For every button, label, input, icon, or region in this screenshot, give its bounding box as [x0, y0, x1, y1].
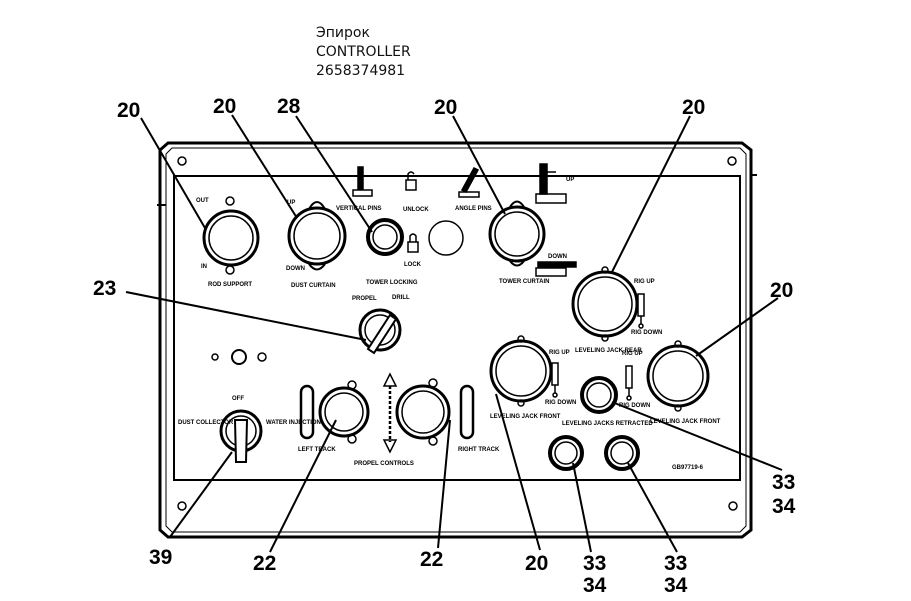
- tower-down-icon: [535, 261, 577, 277]
- label-tower-curtain: TOWER CURTAIN: [499, 279, 549, 285]
- callout-number: 22: [253, 552, 276, 575]
- bottom-light-right: [604, 435, 640, 471]
- callout-number: 20: [525, 552, 548, 575]
- callout-number: 33: [664, 552, 687, 575]
- label-right-track: RIGHT TRACK: [458, 447, 500, 453]
- indicator-light-right: [257, 352, 267, 362]
- label-water-injection: WATER INJECTION: [266, 420, 321, 426]
- leveling-jack-front-right-switch: [646, 340, 710, 412]
- dust-curtain-switch: [287, 201, 347, 271]
- tower-curtain-switch: [488, 200, 546, 267]
- callout-number: 22: [420, 548, 443, 571]
- label-down: DOWN: [286, 266, 305, 272]
- rod-support-switch: [202, 196, 260, 275]
- label-rod-support: ROD SUPPORT: [208, 282, 252, 288]
- callout-number: 20: [682, 96, 705, 119]
- panel-frame: [157, 141, 757, 539]
- label-in: IN: [201, 264, 207, 270]
- rig-toggle-3: [625, 365, 633, 401]
- label-rig-up-2: RIG UP: [549, 350, 570, 356]
- unlock-icon: [405, 171, 417, 191]
- label-rig-down-3: RIG DOWN: [619, 403, 650, 409]
- label-rig-up-3: RIG UP: [622, 351, 643, 357]
- lock-icon: [407, 233, 419, 253]
- brand-name: Эпирок: [316, 25, 370, 41]
- label-rig-up-1: RIG UP: [634, 279, 655, 285]
- label-tower-down: DOWN: [548, 254, 567, 260]
- label-part-number: GB97719-6: [672, 465, 704, 471]
- propel-arrow: [382, 372, 398, 454]
- callout-number: 33: [583, 552, 606, 575]
- label-left-track: LEFT TRACK: [298, 447, 336, 453]
- vertical-pins-icon: [352, 166, 373, 197]
- tower-up-icon: [535, 163, 567, 204]
- label-leveling-jack-rear: LEVELING JACK REAR: [575, 348, 642, 354]
- label-rig-down-2: RIG DOWN: [545, 400, 576, 406]
- callout-number: 20: [434, 96, 457, 119]
- callout-number: 23: [93, 277, 116, 300]
- label-unlock: UNLOCK: [403, 207, 429, 213]
- pictograms: [352, 163, 577, 277]
- document-code: 2658374981: [316, 63, 406, 79]
- label-drill: DRILL: [392, 295, 410, 301]
- rig-toggle-2: [551, 362, 559, 398]
- label-dust-collector: DUST COLLECTOR: [178, 420, 234, 426]
- label-leveling-jacks-retracted: LEVELING JACKS RETRACTED: [562, 421, 653, 427]
- label-leveling-jack-front-left: LEVELING JACK FRONT: [490, 414, 561, 420]
- leveling-jacks-retracted-light: [580, 376, 618, 414]
- label-out: OUT: [196, 198, 209, 204]
- callout-number: 20: [770, 279, 793, 302]
- leveling-jack-rear-switch: [571, 266, 639, 342]
- panel-labels: OUT IN ROD SUPPORT UP DOWN DUST CURTAIN …: [178, 177, 721, 471]
- leveling-jack-front-left-switch: [489, 335, 553, 407]
- label-vertical-pins: VERTICAL PINS: [336, 206, 382, 212]
- label-propel: PROPEL: [352, 296, 377, 302]
- propel-drill-selector: [358, 308, 402, 355]
- document-header: Эпирок CONTROLLER 2658374981: [316, 24, 411, 81]
- callout-number: 20: [117, 99, 140, 122]
- callout-number: 20: [213, 95, 236, 118]
- callout-number: 34: [664, 574, 688, 597]
- callout-numbers: 20 20 28 20 20 23 20 33 34 39 22 22 20 3…: [93, 95, 796, 597]
- label-up: UP: [287, 200, 295, 206]
- indicator-light-center: [231, 349, 247, 365]
- bottom-light-left: [548, 435, 584, 471]
- label-lock: LOCK: [404, 262, 422, 268]
- callout-number: 39: [149, 546, 172, 569]
- label-off: OFF: [232, 396, 244, 402]
- dust-collector-selector: [219, 409, 263, 463]
- label-rig-down-1: RIG DOWN: [631, 330, 662, 336]
- blank-plug: [428, 220, 464, 256]
- angle-pins-icon: [458, 167, 480, 198]
- right-track-switch: [395, 378, 475, 446]
- document-title: CONTROLLER: [316, 44, 411, 60]
- tower-locking-knob: [366, 218, 404, 256]
- callout-number: 34: [583, 574, 607, 597]
- callout-number: 34: [772, 495, 796, 518]
- label-propel-controls: PROPEL CONTROLS: [354, 461, 414, 467]
- panel-controls: [202, 196, 710, 471]
- label-tower-up: UP: [566, 177, 574, 183]
- rig-toggle-1: [637, 293, 645, 329]
- indicator-light-left: [211, 353, 219, 361]
- callout-number: 28: [277, 95, 301, 118]
- leader-lines: [125, 114, 783, 553]
- label-tower-locking: TOWER LOCKING: [366, 280, 418, 286]
- label-dust-curtain: DUST CURTAIN: [291, 283, 336, 289]
- left-track-switch: [299, 380, 370, 444]
- label-leveling-jack-front-right: LEVELING JACK FRONT: [650, 419, 721, 425]
- label-angle-pins: ANGLE PINS: [455, 206, 492, 212]
- callout-number: 33: [772, 471, 795, 494]
